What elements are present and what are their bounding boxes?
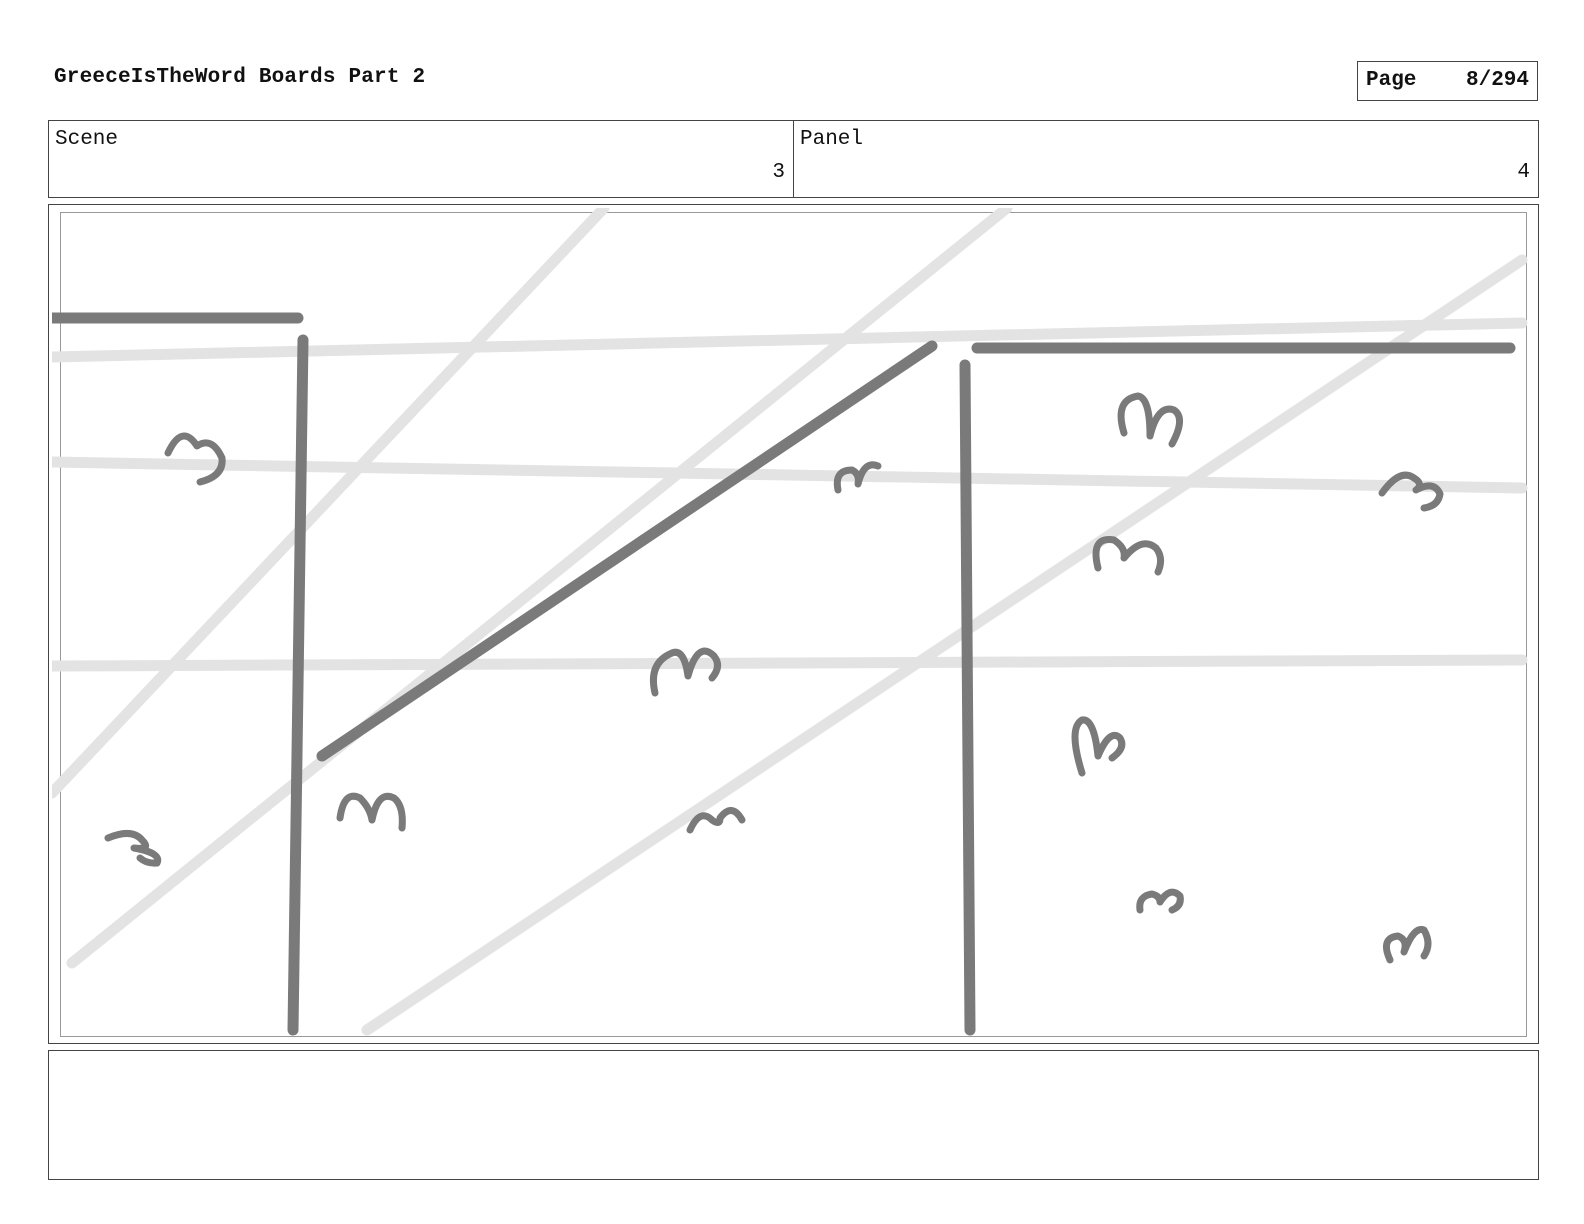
texture-mark (1092, 536, 1165, 576)
guide-line-diagonal-2 (66, 208, 1013, 969)
storyboard-frame (48, 204, 1539, 1044)
document-title: GreeceIsTheWord Boards Part 2 (54, 66, 426, 89)
texture-mark (1136, 888, 1184, 914)
storyboard-frame-inner-border (60, 212, 1527, 1037)
scene-label: Scene (55, 128, 119, 151)
guide-line-horizontal-1 (52, 317, 1528, 363)
storyboard-sketch (52, 208, 1528, 1036)
texture-mark (104, 830, 162, 867)
guide-line-diagonal-1 (52, 208, 610, 799)
scene-panel-row: Scene 3 Panel 4 (48, 120, 1539, 198)
texture-mark (649, 647, 721, 697)
guide-line-horizontal-3 (52, 654, 1528, 672)
panel-number: 4 (1517, 161, 1530, 184)
texture-mark (164, 432, 226, 486)
guide-line-diagonal-3 (361, 254, 1528, 1036)
page-indicator: Page 8/294 (1357, 61, 1538, 101)
scene-cell: Scene 3 (49, 121, 793, 197)
scene-number: 3 (772, 161, 785, 184)
pillar-right (959, 359, 976, 1036)
panel-cell: Panel 4 (793, 121, 1538, 197)
texture-mark (336, 792, 406, 832)
roof-slope (316, 340, 938, 762)
texture-mark (1382, 926, 1432, 964)
texture-mark (1378, 471, 1444, 512)
texture-mark (833, 461, 882, 494)
panel-label: Panel (800, 128, 864, 151)
page-number: 8/294 (1465, 69, 1529, 92)
texture-mark (1117, 392, 1183, 448)
texture-mark (686, 807, 746, 834)
page-label: Page (1366, 69, 1417, 92)
pillar-left (287, 334, 309, 1036)
guide-line-horizontal-2 (52, 456, 1528, 494)
texture-mark (1071, 716, 1126, 777)
notes-area (48, 1050, 1539, 1180)
